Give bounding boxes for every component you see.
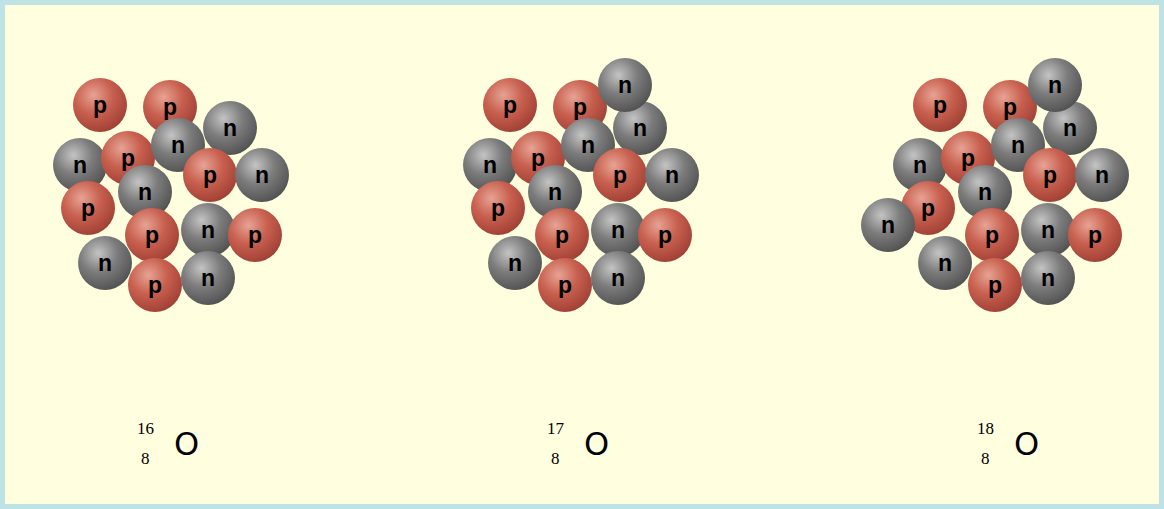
atomic-number: 8 xyxy=(551,450,560,467)
nucleon-letter: p xyxy=(558,274,572,297)
nucleon-ball: p xyxy=(471,181,525,235)
nucleon-ball: n xyxy=(181,251,235,305)
nucleon-ball: p xyxy=(968,258,1022,312)
nucleon-letter: n xyxy=(633,117,647,140)
nucleon-letter: n xyxy=(1011,134,1025,157)
nucleon-letter: n xyxy=(1063,117,1077,140)
nucleon-letter: p xyxy=(121,147,135,170)
nucleon-ball: p xyxy=(125,208,179,262)
nucleon-letter: p xyxy=(961,147,975,170)
nucleon-letter: p xyxy=(145,224,159,247)
nucleon-letter: n xyxy=(548,181,562,204)
nucleon-letter: n xyxy=(665,164,679,187)
nucleon-letter: p xyxy=(1088,224,1102,247)
nucleon-letter: n xyxy=(978,181,992,204)
atomic-number: 8 xyxy=(981,450,990,467)
nucleon-ball: n xyxy=(78,236,132,290)
nucleon-letter: p xyxy=(555,224,569,247)
nucleon-ball: p xyxy=(913,78,967,132)
nucleon-letter: n xyxy=(201,219,215,242)
nucleon-letter: p xyxy=(491,197,505,220)
nucleon-ball: n xyxy=(861,198,915,252)
nucleon-ball: p xyxy=(535,208,589,262)
nucleon-ball: p xyxy=(965,208,1019,262)
nucleon-letter: n xyxy=(483,154,497,177)
nucleon-ball: p xyxy=(73,78,127,132)
nucleon-letter: n xyxy=(881,214,895,237)
nucleon-letter: p xyxy=(203,164,217,187)
nucleon-letter: p xyxy=(81,197,95,220)
nucleon-ball: n xyxy=(598,58,652,112)
nucleon-ball: p xyxy=(61,181,115,235)
nucleon-ball: p xyxy=(483,78,537,132)
nucleon-ball: p xyxy=(1068,208,1122,262)
nucleon-ball: p xyxy=(538,258,592,312)
nucleon-letter: n xyxy=(201,267,215,290)
nucleon-ball: p xyxy=(593,148,647,202)
nucleon-letter: n xyxy=(98,252,112,275)
nucleon-letter: p xyxy=(1043,164,1057,187)
nucleon-letter: n xyxy=(223,117,237,140)
nucleon-ball: n xyxy=(1028,58,1082,112)
nucleon-letter: p xyxy=(248,224,262,247)
nucleon-letter: n xyxy=(255,164,269,187)
nucleon-letter: p xyxy=(163,96,177,119)
mass-number: 17 xyxy=(547,420,564,437)
element-symbol: O xyxy=(174,428,199,460)
nucleon-ball: n xyxy=(1021,251,1075,305)
nucleon-ball: p xyxy=(228,208,282,262)
nucleon-ball: n xyxy=(591,203,645,257)
nucleon-ball: n xyxy=(645,148,699,202)
nucleon-ball: n xyxy=(181,203,235,257)
nucleon-ball: n xyxy=(1075,148,1129,202)
nucleon-letter: p xyxy=(573,96,587,119)
nucleon-letter: n xyxy=(1041,267,1055,290)
nucleon-letter: p xyxy=(933,94,947,117)
nucleon-letter: n xyxy=(913,154,927,177)
nucleon-letter: n xyxy=(581,134,595,157)
nucleon-letter: p xyxy=(658,224,672,247)
nucleon-letter: n xyxy=(611,219,625,242)
mass-number: 18 xyxy=(977,420,994,437)
nucleon-ball: n xyxy=(488,236,542,290)
nucleon-ball: p xyxy=(128,258,182,312)
mass-number: 16 xyxy=(137,420,154,437)
nucleon-letter: n xyxy=(611,267,625,290)
nucleon-ball: n xyxy=(235,148,289,202)
nucleon-letter: n xyxy=(1041,219,1055,242)
nucleon-letter: p xyxy=(613,164,627,187)
nucleon-letter: p xyxy=(921,197,935,220)
nucleon-ball: n xyxy=(1021,203,1075,257)
nucleon-letter: p xyxy=(93,94,107,117)
atomic-number: 8 xyxy=(141,450,150,467)
nucleon-letter: n xyxy=(73,154,87,177)
nucleon-ball: n xyxy=(591,251,645,305)
nucleon-letter: p xyxy=(503,94,517,117)
element-symbol: O xyxy=(584,428,609,460)
nucleon-ball: n xyxy=(203,101,257,155)
nucleon-ball: n xyxy=(918,236,972,290)
nucleon-letter: n xyxy=(508,252,522,275)
nucleon-letter: n xyxy=(1048,74,1062,97)
nucleon-letter: p xyxy=(1003,96,1017,119)
nucleon-letter: p xyxy=(531,147,545,170)
nucleon-letter: n xyxy=(171,134,185,157)
nucleon-letter: p xyxy=(988,274,1002,297)
nucleon-letter: n xyxy=(938,252,952,275)
element-symbol: O xyxy=(1014,428,1039,460)
nucleon-ball: p xyxy=(183,148,237,202)
nucleon-letter: p xyxy=(148,274,162,297)
nucleon-letter: n xyxy=(138,181,152,204)
nucleon-letter: n xyxy=(618,74,632,97)
nucleon-letter: p xyxy=(985,224,999,247)
nucleon-ball: p xyxy=(1023,148,1077,202)
nucleon-ball: p xyxy=(638,208,692,262)
nucleon-letter: n xyxy=(1095,164,1109,187)
